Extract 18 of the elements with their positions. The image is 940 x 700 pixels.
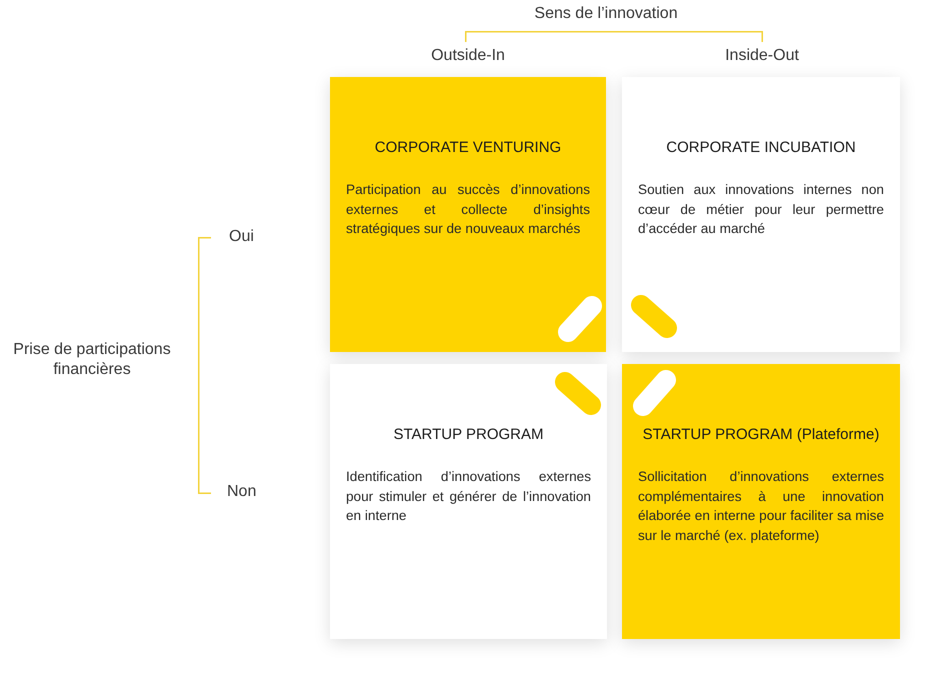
quadrant-card (330, 77, 606, 352)
row-label: Non (227, 482, 256, 502)
card-description: Sollicitation d’innovations externes complémentaires à une innovation élaborée en interne pour faciliter sa mise sur le marché (ex. plateforme) (638, 468, 884, 545)
card-description: Participation au succès d’innovations externes et collecte d’insights stratégiques sur de nouveaux marchés (346, 181, 590, 238)
column-label: Inside-Out (725, 46, 799, 66)
card-heading: STARTUP PROGRAM (Plateforme) (642, 425, 880, 445)
card-heading: STARTUP PROGRAM (392, 425, 545, 445)
card-description: Identification d’innovations externes pour stimuler et générer de l’innovation en interne (346, 468, 591, 525)
column-label: Outside-In (431, 46, 505, 66)
axis-title: Prise de participations financières (12, 340, 172, 380)
card-description: Soutien aux innovations internes non cœur de métier pour leur permettre d’accéder au marché (638, 181, 884, 238)
row-label: Oui (229, 227, 254, 247)
card-heading: CORPORATE INCUBATION (665, 138, 857, 158)
quadrant-card (330, 364, 607, 639)
quadrant-card (622, 77, 900, 352)
quadrant-card (622, 364, 900, 639)
card-heading: CORPORATE VENTURING (374, 138, 562, 158)
axis-title: Sens de l’innovation (534, 4, 678, 24)
